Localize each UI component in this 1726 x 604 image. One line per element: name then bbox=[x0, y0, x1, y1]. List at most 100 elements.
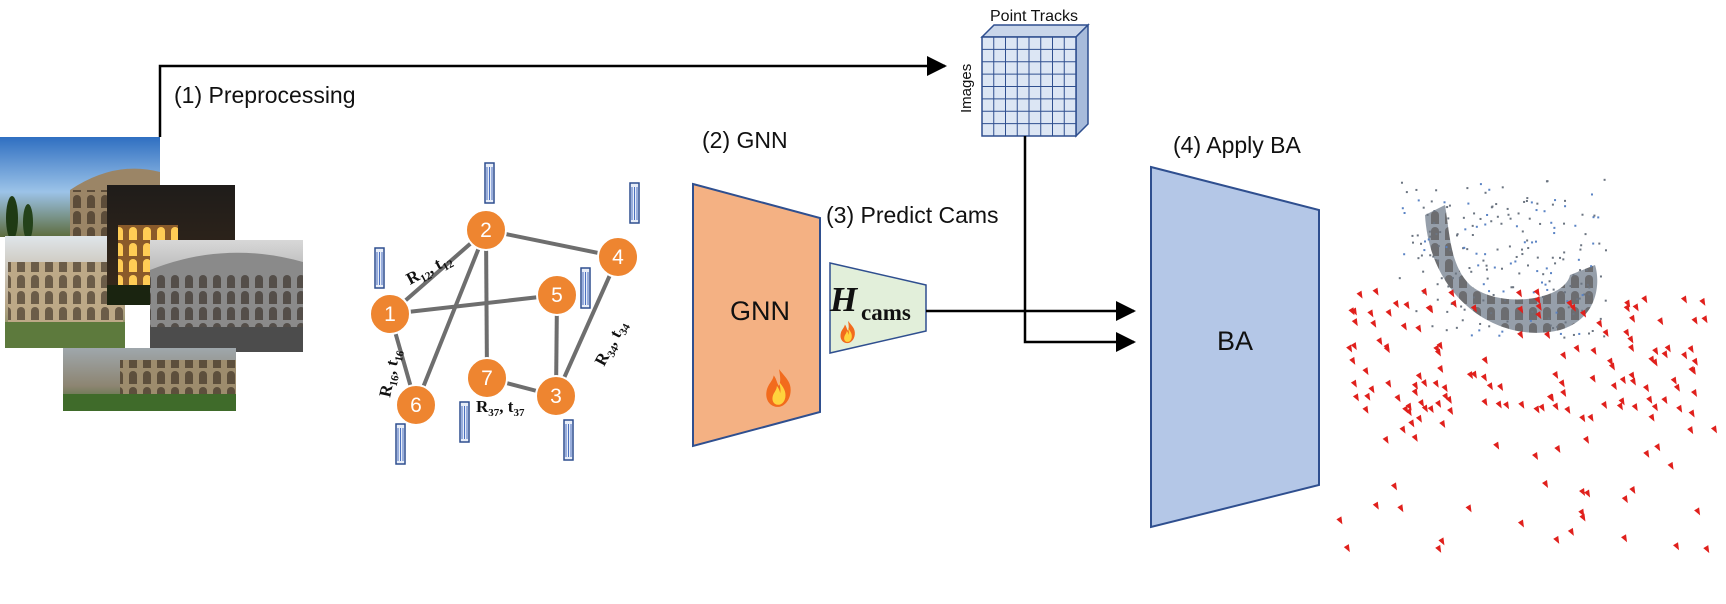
camera-frustum-icon bbox=[1495, 400, 1502, 409]
cloud-point bbox=[1458, 277, 1461, 280]
graph-node-1 bbox=[369, 293, 411, 335]
cloud-point bbox=[1507, 213, 1510, 216]
cloud-point bbox=[1597, 216, 1600, 219]
cloud-point bbox=[1598, 242, 1601, 245]
cloud-point bbox=[1504, 299, 1507, 302]
graph-node-3 bbox=[535, 375, 577, 417]
edge-label-34: R34, t34 bbox=[591, 317, 633, 371]
camera-frustum-icon bbox=[1670, 376, 1677, 385]
cloud-point bbox=[1478, 329, 1481, 332]
cloud-point bbox=[1495, 203, 1498, 206]
cloud-point bbox=[1555, 311, 1558, 314]
camera-frustum-icon bbox=[1441, 384, 1448, 393]
cloud-point bbox=[1579, 269, 1582, 272]
cloud-point bbox=[1579, 248, 1582, 251]
camera-frustum-icon bbox=[1690, 389, 1697, 398]
cams-head-symbol: H bbox=[829, 280, 859, 319]
cloud-point bbox=[1525, 200, 1528, 203]
cloud-point bbox=[1455, 234, 1458, 237]
cloud-point bbox=[1604, 249, 1607, 252]
feature-vector-icon bbox=[395, 423, 406, 465]
cloud-point bbox=[1581, 294, 1584, 297]
ba-block-label: BA bbox=[1217, 326, 1253, 356]
camera-frustum-icon bbox=[1621, 534, 1628, 543]
camera-frustum-icon bbox=[1583, 435, 1590, 444]
cloud-point bbox=[1447, 285, 1450, 288]
camera-frustum-icon bbox=[1415, 414, 1422, 423]
step2-label: (2) GNN bbox=[702, 127, 788, 153]
cloud-point bbox=[1515, 255, 1518, 258]
cloud-point bbox=[1521, 230, 1524, 233]
cloud-point bbox=[1436, 298, 1439, 301]
camera-frustum-icon bbox=[1629, 377, 1636, 386]
camera-frustum-icon bbox=[1642, 384, 1649, 393]
cloud-point bbox=[1443, 201, 1446, 204]
cloud-point bbox=[1576, 298, 1579, 301]
cloud-point bbox=[1581, 213, 1584, 216]
cloud-point bbox=[1484, 253, 1487, 256]
camera-frustum-icon bbox=[1573, 344, 1580, 353]
cloud-point bbox=[1553, 232, 1556, 235]
cloud-point bbox=[1540, 281, 1543, 284]
cloud-point bbox=[1552, 288, 1555, 291]
cloud-point bbox=[1454, 272, 1457, 275]
camera-frustum-icon bbox=[1552, 402, 1559, 411]
camera-frustum-icon bbox=[1480, 373, 1487, 382]
step4-label: (4) Apply BA bbox=[1173, 132, 1301, 158]
cloud-point bbox=[1559, 256, 1562, 259]
cloud-point bbox=[1403, 212, 1406, 215]
cloud-point bbox=[1471, 234, 1474, 237]
cloud-point bbox=[1544, 283, 1547, 286]
camera-frustum-icon bbox=[1411, 381, 1418, 390]
cloud-point bbox=[1479, 183, 1482, 186]
cloud-point bbox=[1512, 286, 1515, 289]
camera-frustum-icon bbox=[1703, 545, 1710, 554]
graph-node-label: 1 bbox=[384, 303, 396, 326]
cloud-point bbox=[1506, 207, 1509, 210]
cloud-point bbox=[1547, 317, 1550, 320]
cloud-point bbox=[1564, 321, 1567, 324]
camera-frustum-icon bbox=[1481, 356, 1488, 365]
cloud-point bbox=[1551, 203, 1554, 206]
cloud-point bbox=[1433, 210, 1436, 213]
cloud-point bbox=[1508, 245, 1511, 248]
camera-frustum-icon bbox=[1437, 364, 1444, 373]
cloud-point bbox=[1433, 222, 1436, 225]
graph-edge-2-7 bbox=[484, 229, 489, 379]
cloud-point bbox=[1526, 264, 1529, 267]
camera-frustum-icon bbox=[1646, 395, 1653, 404]
cloud-point bbox=[1490, 312, 1493, 315]
cams-head-block: H cams bbox=[829, 262, 927, 354]
cloud-point bbox=[1531, 241, 1534, 244]
cloud-point bbox=[1412, 241, 1415, 244]
cloud-point bbox=[1484, 223, 1487, 226]
cloud-point bbox=[1417, 257, 1420, 260]
cloud-point bbox=[1401, 207, 1404, 210]
cloud-point bbox=[1563, 291, 1566, 294]
camera-frustum-icon bbox=[1667, 461, 1674, 470]
camera-frustum-icon bbox=[1579, 414, 1586, 423]
camera-frustum-icon bbox=[1397, 504, 1404, 513]
cloud-point bbox=[1426, 213, 1429, 216]
cloud-point bbox=[1466, 187, 1469, 190]
camera-frustum-icon bbox=[1518, 400, 1525, 409]
camera-frustum-icon bbox=[1673, 383, 1680, 392]
graph-node-label: 4 bbox=[612, 246, 624, 269]
camera-frustum-icon bbox=[1376, 337, 1383, 346]
camera-frustum-icon bbox=[1680, 295, 1687, 304]
cloud-point bbox=[1528, 217, 1531, 220]
feature-vector-icon bbox=[629, 182, 640, 224]
cloud-point bbox=[1463, 246, 1466, 249]
cloud-point bbox=[1470, 270, 1473, 273]
photo-colosseum-cloudy bbox=[63, 348, 236, 411]
camera-frustum-icon bbox=[1435, 544, 1442, 553]
cloud-point bbox=[1500, 267, 1503, 270]
cloud-point bbox=[1493, 266, 1496, 269]
cloud-point bbox=[1420, 242, 1423, 245]
cloud-point bbox=[1536, 202, 1539, 205]
camera-frustum-icon bbox=[1382, 435, 1389, 444]
camera-frustum-icon bbox=[1362, 405, 1369, 414]
cloud-point bbox=[1416, 234, 1419, 237]
cams-head-subscript: cams bbox=[861, 300, 911, 325]
cloud-point bbox=[1437, 259, 1440, 262]
